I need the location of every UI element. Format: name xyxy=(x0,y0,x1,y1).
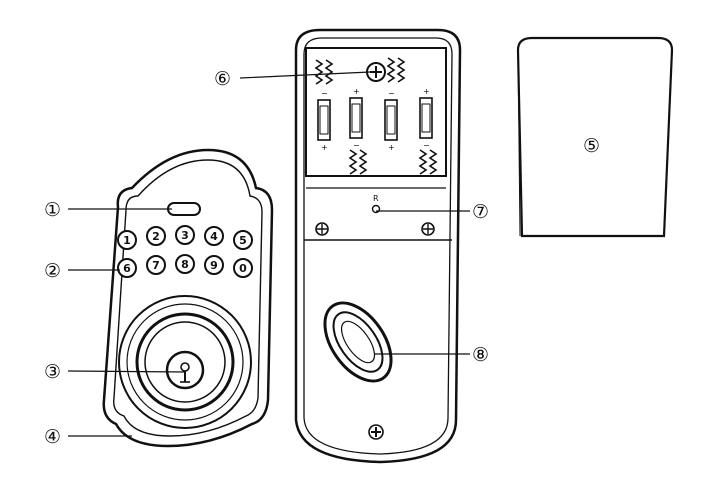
battery-spring xyxy=(314,59,334,85)
callout-3: ③ xyxy=(44,361,61,383)
indicator-light xyxy=(167,202,201,216)
key-button[interactable]: 0 xyxy=(233,258,253,278)
leader-lines xyxy=(67,71,470,437)
callout-5: ⑤ xyxy=(583,135,600,157)
battery-compartment: − + + − − + + − xyxy=(305,47,447,189)
keypad-row-1: 1 2 3 4 5 xyxy=(117,225,253,250)
battery-minus-mark: − xyxy=(423,141,430,150)
battery-minus-mark: − xyxy=(388,89,395,98)
key-button[interactable]: 9 xyxy=(204,255,224,275)
battery-plus-mark: + xyxy=(423,87,430,96)
battery-spring xyxy=(386,57,406,83)
battery-spring xyxy=(348,149,368,175)
battery-spring xyxy=(418,149,438,175)
battery-cell xyxy=(349,97,363,139)
svg-text:8: 8 xyxy=(181,258,189,271)
key-button[interactable]: 5 xyxy=(233,230,253,250)
battery-minus-mark: − xyxy=(353,141,360,150)
keypad-row-2: 6 7 8 9 0 xyxy=(117,254,253,278)
callout-1: ① xyxy=(44,199,61,221)
svg-text:0: 0 xyxy=(239,262,247,275)
svg-text:R: R xyxy=(373,194,379,203)
key-button[interactable]: 1 xyxy=(117,230,137,250)
callout-4: ④ xyxy=(44,426,61,448)
svg-text:3: 3 xyxy=(181,229,189,242)
key-cylinder xyxy=(118,295,252,429)
callout-6: ⑥ xyxy=(214,68,231,90)
battery-cover xyxy=(516,36,674,238)
key-button[interactable]: 8 xyxy=(175,254,195,274)
key-button[interactable]: 2 xyxy=(146,226,166,246)
battery-plus-mark: + xyxy=(388,143,395,152)
svg-text:1: 1 xyxy=(123,234,131,247)
svg-text:2: 2 xyxy=(152,230,160,243)
battery-cell xyxy=(317,99,331,141)
screw-icon xyxy=(368,424,384,440)
battery-minus-mark: − xyxy=(321,89,328,98)
keyhole-icon xyxy=(180,362,190,383)
callout-8: ⑧ xyxy=(472,344,489,366)
svg-text:7: 7 xyxy=(152,259,160,272)
svg-text:9: 9 xyxy=(210,259,218,272)
battery-cell xyxy=(384,99,398,141)
svg-text:4: 4 xyxy=(210,230,218,243)
screw-icon xyxy=(315,222,329,236)
key-button[interactable]: 4 xyxy=(204,226,224,246)
key-button[interactable]: 7 xyxy=(146,255,166,275)
thumb-turn[interactable] xyxy=(311,291,404,393)
key-button[interactable]: 6 xyxy=(117,258,137,278)
battery-cell xyxy=(419,97,433,139)
callout-2: ② xyxy=(44,260,61,282)
svg-text:6: 6 xyxy=(123,262,131,275)
battery-plus-mark: + xyxy=(353,87,360,96)
battery-plus-mark: + xyxy=(321,143,328,152)
key-button[interactable]: 3 xyxy=(175,225,195,245)
svg-text:5: 5 xyxy=(239,234,247,247)
keypad: 1 2 3 4 5 6 xyxy=(117,225,253,278)
callout-7: ⑦ xyxy=(472,201,489,223)
screw-icon xyxy=(421,222,435,236)
